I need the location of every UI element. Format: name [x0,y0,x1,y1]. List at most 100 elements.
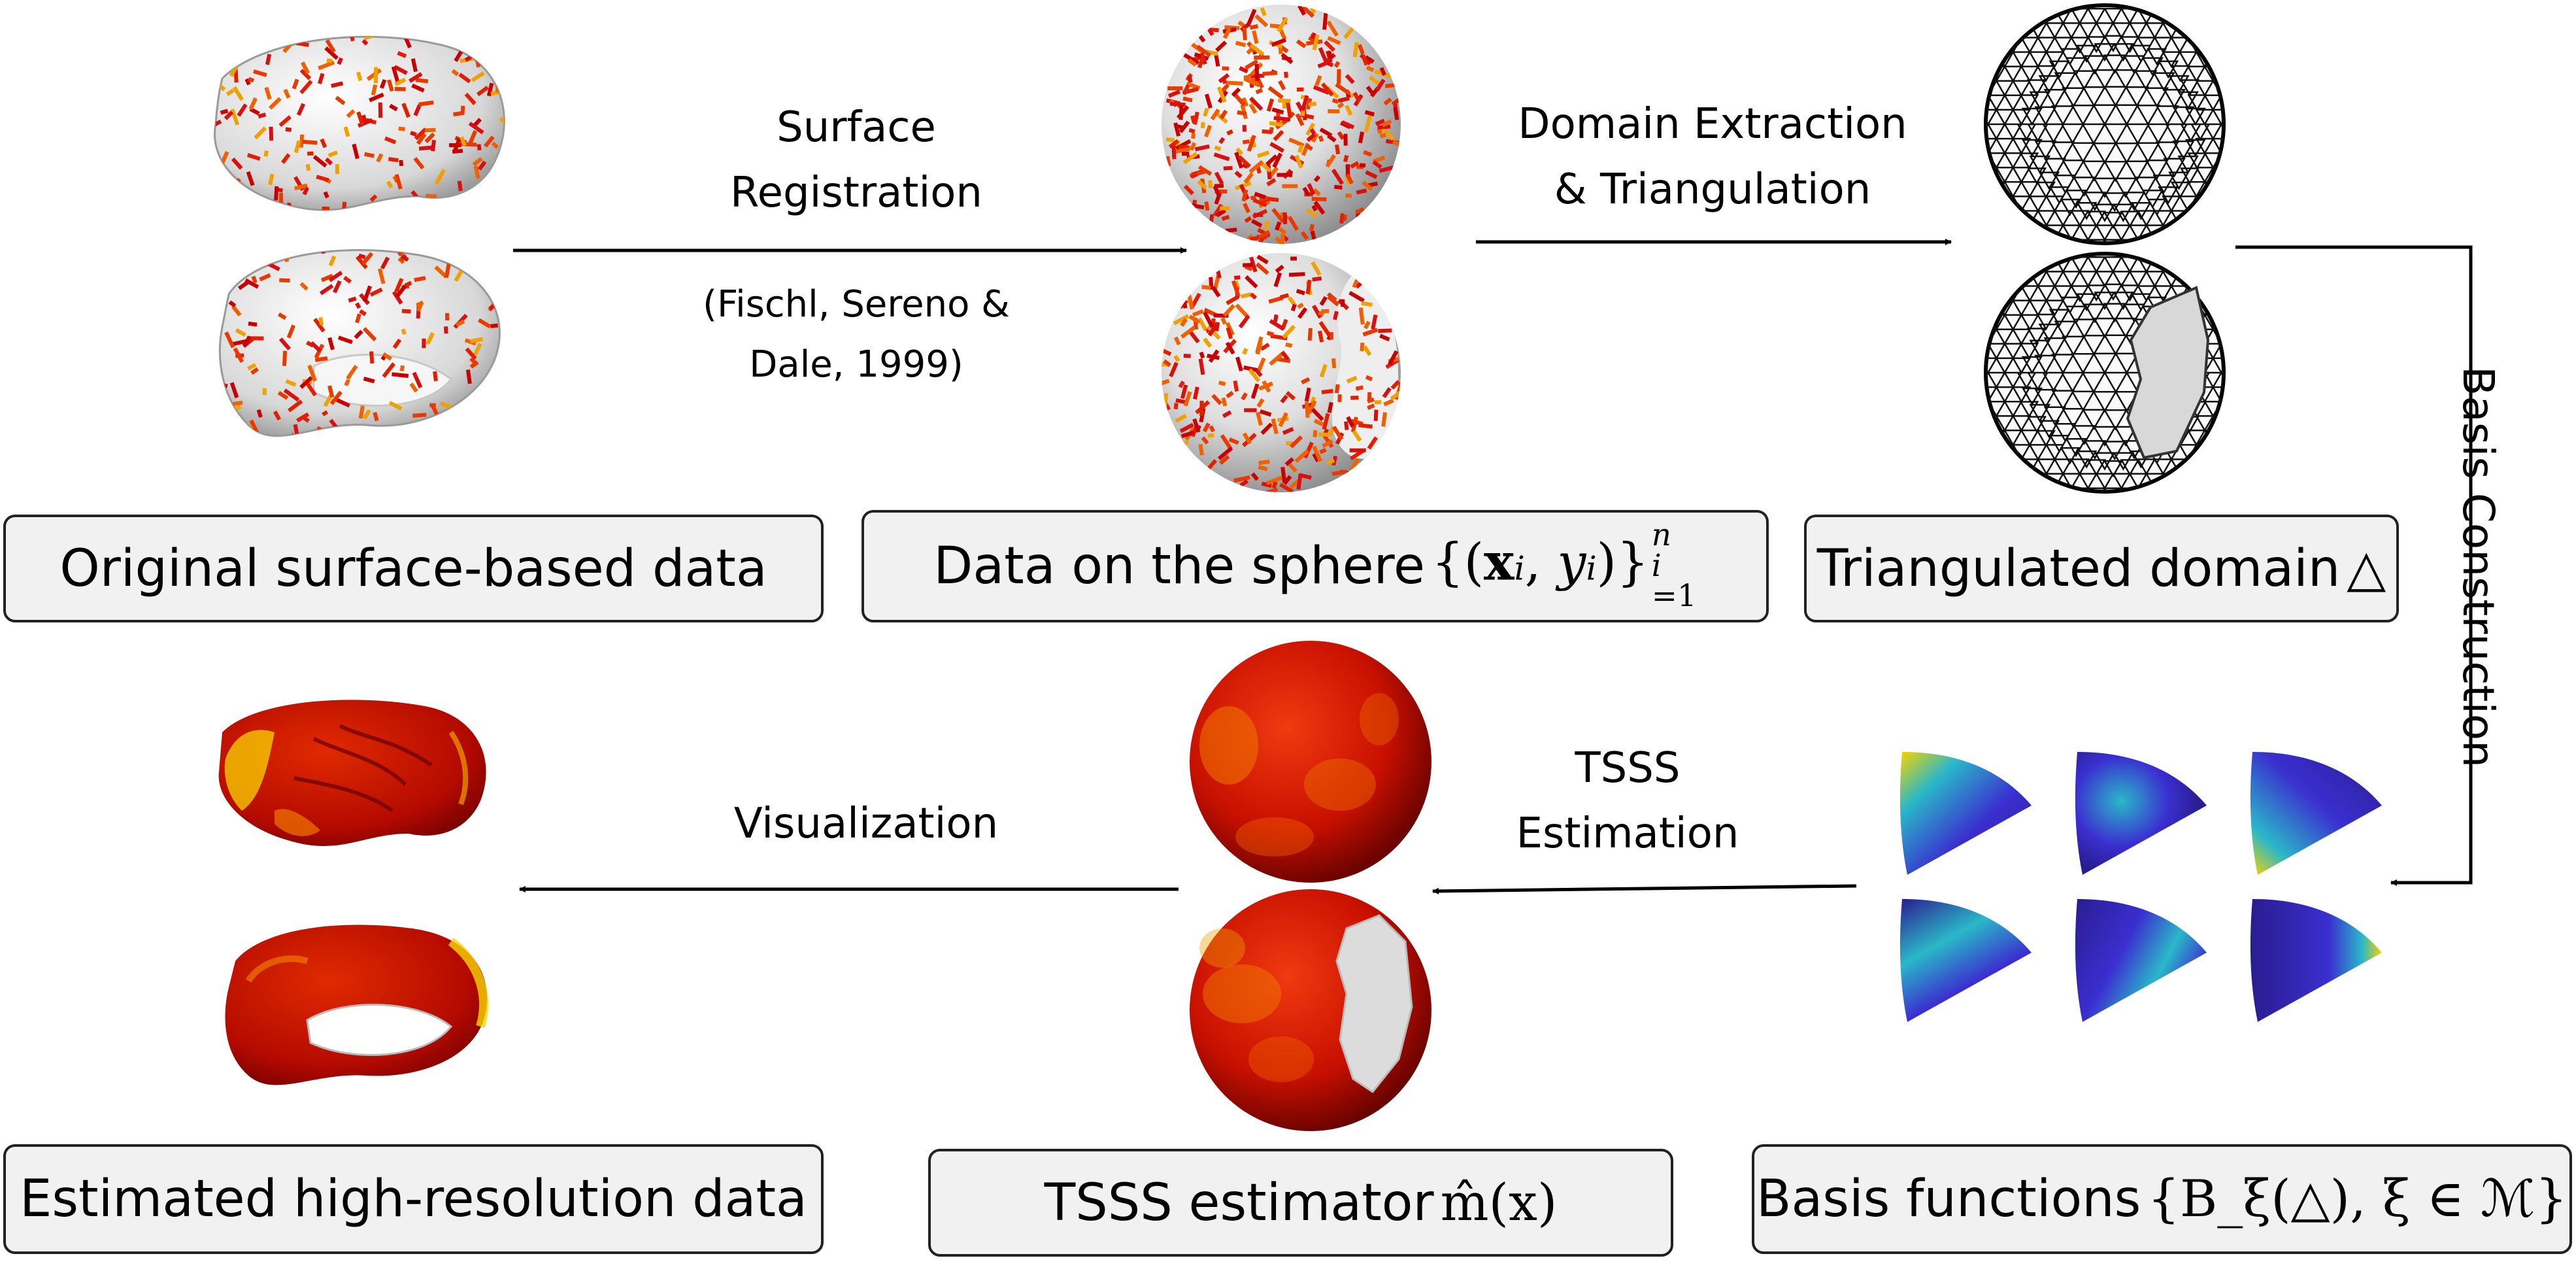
data-dot [1256,357,1266,374]
data-dot [1218,137,1226,144]
data-dot [1214,145,1222,152]
data-dot [425,127,436,133]
data-dot [212,294,220,311]
data-dot [1179,105,1184,120]
data-dot [380,256,390,269]
data-dot [1173,122,1181,137]
data-dot [358,253,366,260]
data-dot [306,382,317,397]
data-dot [269,97,282,110]
data-dot [358,405,365,419]
data-dot [433,216,444,232]
data-dot [1234,170,1243,178]
data-dot [1290,303,1297,312]
data-dot [434,169,446,185]
data-dot [1367,397,1375,403]
data-dot [432,21,445,37]
data-dot [1203,311,1214,328]
data-dot [409,228,418,235]
data-dot [1180,325,1196,339]
data-dot [369,194,378,202]
data-dot [356,71,363,81]
data-dot [318,439,332,447]
data-dot [300,214,312,226]
data-dot [228,300,237,308]
data-dot [1312,445,1323,462]
data-dot [1208,349,1220,363]
data-dot [444,13,458,26]
data-dot [1271,207,1285,224]
box-triangulated-domain: Triangulated domain △ [1804,515,2399,622]
data-dot [1383,97,1392,106]
data-dot [1346,416,1355,428]
box-text: Estimated high-resolution data [20,1170,807,1229]
data-dot [1269,352,1284,366]
data-dot [1288,463,1297,473]
data-dot [1183,184,1194,195]
data-dot [365,239,376,246]
label-line: & Triangulation [1554,165,1871,214]
data-dot [392,372,409,379]
data-dot [439,25,453,33]
data-dot [1269,121,1284,127]
data-dot [1357,44,1365,55]
data-dot [486,82,494,97]
data-dot [414,127,427,141]
data-dot [1262,71,1278,76]
data-dot [1360,163,1366,168]
data-dot [1242,139,1250,144]
data-dot [1231,280,1241,297]
data-dot [302,186,309,195]
math-estimator: m̂(x) [1440,1173,1558,1232]
data-dot [1271,107,1284,115]
data-dot [1242,263,1253,267]
data-dot [318,243,325,248]
data-dot [1207,28,1214,37]
data-dot [278,192,283,208]
data-dot [1297,5,1307,16]
data-dot [1285,391,1296,401]
data-dot [433,447,444,454]
data-dot [1364,55,1375,64]
data-dot [1277,16,1288,33]
data-dot [426,331,435,345]
data-dot [472,157,483,167]
data-dot [259,273,271,282]
data-dot [473,415,483,422]
data-dot [443,326,448,334]
data-dot [487,270,500,277]
data-dot [328,255,337,267]
basis-function-5 [2075,899,2207,1022]
data-dot [1257,229,1271,240]
data-dot [1226,295,1239,305]
data-dot [469,337,484,344]
data-dot [1243,203,1250,214]
data-dot [1349,458,1360,473]
data-dot [424,132,435,144]
data-dot [1278,80,1286,91]
data-dot [248,250,256,252]
data-dot [1239,479,1249,487]
data-dot [344,379,350,386]
data-dot [1278,412,1288,428]
data-dot [1350,416,1358,433]
data-dot [1290,256,1297,261]
data-dot [1260,422,1273,435]
data-dot [1187,294,1194,310]
data-dot [361,39,369,46]
label-line: Registration [730,169,982,217]
data-dot [1225,341,1235,355]
data-dot [1209,425,1215,433]
data-dot [1375,78,1386,92]
data-dot [430,139,437,152]
data-dot [248,97,258,110]
data-dot [1381,412,1387,427]
data-dot [444,262,452,279]
data-dot [296,103,306,116]
data-dot [232,339,248,347]
data-dot [1188,331,1200,344]
data-dot [410,245,419,249]
data-dot [399,250,415,254]
data-dot [1337,96,1350,103]
data-dot [471,37,482,38]
